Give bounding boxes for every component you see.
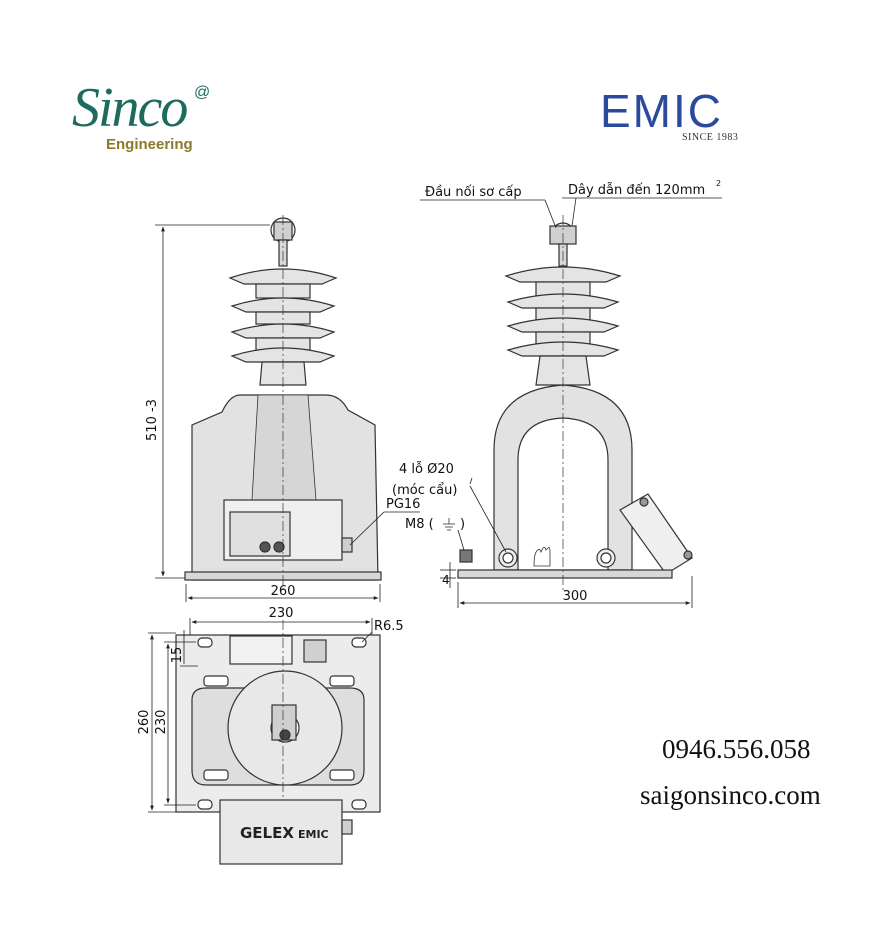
front-dimensions — [155, 224, 420, 602]
emic-logo-word: EMIC — [600, 85, 723, 137]
m8-close: ) — [460, 517, 465, 532]
width-front-label: 260 — [271, 584, 296, 599]
top-230-label: 230 — [269, 606, 294, 621]
height-label: 510 -3 — [145, 399, 160, 441]
sinco-logo-mark: @ — [194, 84, 211, 101]
pg16-label: PG16 — [386, 497, 420, 512]
sinco-logo: Sinco @ Engineering — [72, 78, 222, 158]
holes-label: 4 lỗ Ø20 — [399, 462, 454, 477]
top-view — [175, 620, 381, 865]
conductor-superscript: 2 — [716, 179, 721, 188]
emic-logo: EMIC SINCE 1983 — [600, 88, 745, 148]
primary-terminal-label: Đầu nối sơ cấp — [425, 185, 522, 200]
dim-15-label: 15 — [170, 647, 185, 664]
sinco-logo-subtitle: Engineering — [106, 136, 193, 153]
front-view — [184, 215, 382, 590]
conductor-label: Dây dẫn đến 120mm — [568, 183, 705, 198]
m8-label: M8 ( — [405, 517, 434, 532]
dim-230-label: 230 — [154, 710, 169, 735]
phone-number: 0946.556.058 — [662, 734, 811, 764]
website: saigonsinco.com — [640, 780, 821, 810]
side-view — [457, 215, 693, 590]
earth-symbol-icon — [443, 518, 455, 531]
gelex-plate-text: GELEX — [240, 824, 294, 842]
sinco-logo-word: Sinco — [72, 77, 188, 139]
width-side-label: 300 — [563, 589, 588, 604]
gelex-plate-small: EMIC — [298, 828, 329, 841]
top-dimensions — [148, 618, 373, 813]
lifting-label: (móc cẩu) — [392, 483, 457, 498]
four-label: 4 — [442, 573, 450, 587]
emic-logo-subtitle: SINCE 1983 — [682, 132, 739, 143]
dim-260-label: 260 — [137, 710, 152, 735]
side-dimensions — [420, 197, 722, 608]
r65-label: R6.5 — [374, 619, 404, 634]
